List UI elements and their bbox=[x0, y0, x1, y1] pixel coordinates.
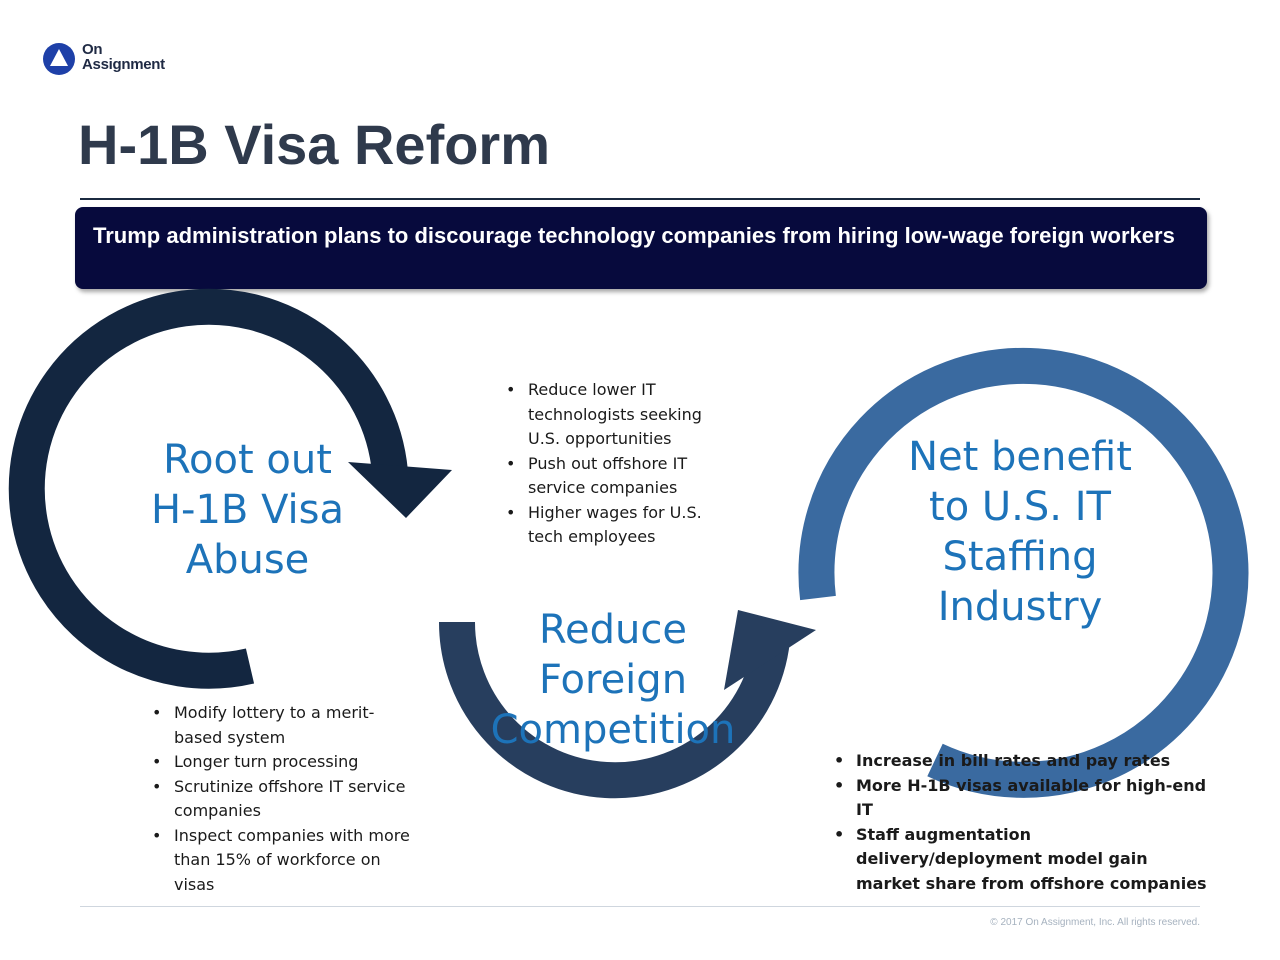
stage-3-heading-line: Industry bbox=[937, 584, 1103, 630]
stage-2-heading-line: Foreign bbox=[538, 657, 688, 703]
cycle-arrow-1 bbox=[8, 288, 452, 689]
stage-3-heading: Net benefit to U.S. IT Staffing Industry bbox=[880, 432, 1160, 632]
logo-line-2: Assignment bbox=[82, 56, 165, 73]
list-item: Longer turn processing bbox=[150, 750, 420, 775]
list-item: Higher wages for U.S. tech employees bbox=[504, 501, 734, 550]
stage-3-heading-line: Staffing bbox=[942, 534, 1098, 580]
stage-1-heading-line: Root out bbox=[163, 437, 332, 483]
list-item: Push out offshore IT service companies bbox=[504, 452, 734, 501]
logo-wordmark: On Assignment bbox=[82, 42, 165, 72]
logo-triangle-icon bbox=[43, 43, 75, 75]
list-item: Scrutinize offshore IT service companies bbox=[150, 775, 420, 824]
list-item: Staff augmentation delivery/deployment m… bbox=[832, 823, 1212, 897]
company-logo: On Assignment bbox=[42, 42, 192, 82]
stage-2-heading-line: Reduce bbox=[539, 607, 687, 653]
copyright-notice: © 2017 On Assignment, Inc. All rights re… bbox=[990, 917, 1200, 928]
stage-1-heading-line: Abuse bbox=[185, 537, 310, 583]
title-divider bbox=[80, 198, 1200, 200]
list-item: Modify lottery to a merit-based system bbox=[150, 701, 420, 750]
stage-2-heading-line: Competition bbox=[490, 707, 736, 753]
list-item: More H-1B visas available for high-end I… bbox=[832, 774, 1212, 823]
list-item: Inspect companies with more than 15% of … bbox=[150, 824, 420, 898]
stage-3-heading-line: Net benefit bbox=[908, 434, 1132, 480]
list-item: Increase in bill rates and pay rates bbox=[832, 749, 1212, 774]
stage-2-bullets: Reduce lower IT technologists seeking U.… bbox=[504, 378, 734, 550]
stage-1-heading-line: H-1B Visa bbox=[150, 487, 345, 533]
stage-2-heading: Reduce Foreign Competition bbox=[478, 605, 748, 755]
stage-3-bullets: Increase in bill rates and pay rates Mor… bbox=[832, 749, 1212, 896]
stage-1-bullets: Modify lottery to a merit-based system L… bbox=[150, 701, 420, 897]
slide-title: H-1B Visa Reform bbox=[78, 113, 551, 176]
stage-1-heading: Root out H-1B Visa Abuse bbox=[120, 435, 375, 585]
list-item: Reduce lower IT technologists seeking U.… bbox=[504, 378, 734, 452]
cycle-arrow-2 bbox=[438, 610, 816, 799]
stage-3-heading-line: to U.S. IT bbox=[929, 484, 1111, 530]
logo-line-1: On bbox=[82, 41, 103, 58]
footer-divider bbox=[80, 906, 1200, 907]
summary-banner: Trump administration plans to discourage… bbox=[75, 207, 1207, 289]
